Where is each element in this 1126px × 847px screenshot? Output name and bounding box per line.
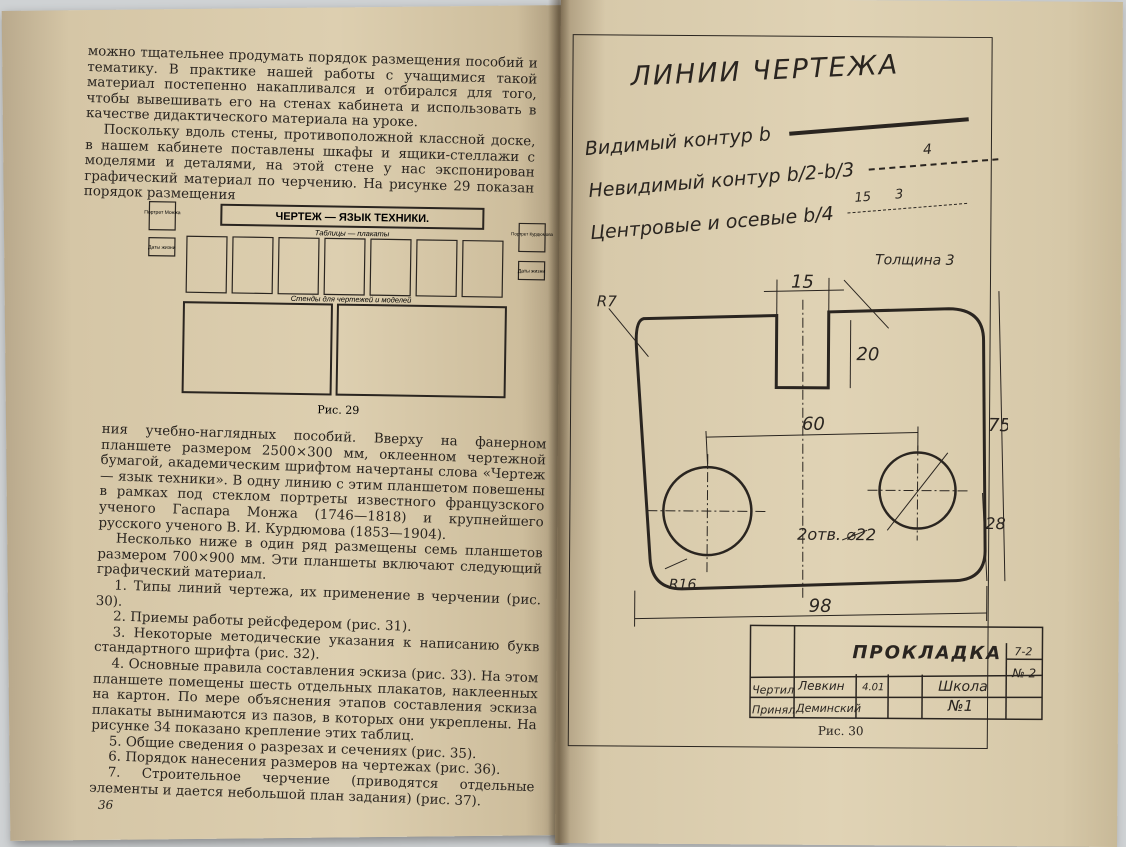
paragraph: ния учебно-наглядных пособий. Вверху на … [98,422,547,547]
sheet-number: № 2 [1011,666,1036,680]
left-page: можно тщательнее продумать порядок разме… [2,5,571,841]
stands-label: Стенды для чертежей и моделей [291,294,412,305]
paragraph: можно тщательнее продумать порядок разме… [86,44,538,135]
page-number: 36 [98,798,113,812]
gasket-outline [634,307,986,591]
book-spine [548,0,570,845]
left-bottom-text: ния учебно-наглядных пособий. Вверху на … [89,422,547,812]
figure-29-diagram: ЧЕРТЕЖ — ЯЗЫК ТЕХНИКИ. Таблицы — плакаты… [138,197,561,419]
dim-height: 75 [988,415,1009,436]
dash-dim: 4 [922,142,932,159]
poster-row [186,236,503,297]
accepted-by-role: Принял [752,703,795,716]
dashed-line-sample [868,158,998,170]
accepted-by-name: Деминский [795,702,861,715]
thickness-label: Толщина 3 [875,252,955,269]
drawn-by-role: Чертил [752,683,794,696]
right-page: ЛИНИИ ЧЕРТЕЖА Видимый контур b Невидимый… [555,0,1123,847]
school-number: №1 [947,697,973,715]
title-block: ПРОКЛАДКА Чертил Левкин 4.01 Принял Деми… [748,623,1053,725]
dim-holes-spacing: 60 [802,414,825,435]
center-dim-1: 15 [854,190,872,206]
dim-width: 98 [809,596,832,617]
center-lines [647,299,969,601]
stand-frame-right [337,305,506,398]
left-top-text: можно тщательнее продумать порядок разме… [84,44,538,212]
stand-frame-left [183,302,332,394]
dates-label-right: Даты жизни [518,268,546,274]
school-label: Школа [938,679,988,695]
dim-radius-top: R7 [597,292,618,310]
class-label: 7-2 [1014,645,1032,658]
dim-holes: 2отв. ⌀22 [797,525,876,545]
dim-hole-center-height: 28 [985,514,1005,533]
part-name: ПРОКЛАДКА [852,642,1002,664]
portrait-frame-right [519,223,545,251]
gasket-drawing: Толщина 3 15 20 60 75 28 98 R7 R16 2отв.… [587,238,1010,631]
dates-label-left: Даты жизни [148,245,176,251]
figure-29: ЧЕРТЕЖ — ЯЗЫК ТЕХНИКИ. Таблицы — плакаты… [138,197,561,404]
dim-radius-bottom: R16 [669,577,697,593]
figure-29-caption: Рис. 29 [317,403,359,417]
posters-label: Таблицы — плакаты [315,228,390,238]
dim-slot-depth: 20 [856,344,879,365]
center-dim-2: 3 [894,187,903,203]
dim-slot-width: 15 [791,272,814,293]
portrait-label-left: Портрет Монжа [144,210,181,217]
drawn-date: 4.01 [862,682,884,693]
figure-30-caption: Рис. 30 [818,724,864,738]
drawn-by-name: Левкин [797,679,845,693]
dimension-lines [607,276,1007,629]
banner-text: ЧЕРТЕЖ — ЯЗЫК ТЕХНИКИ. [275,211,429,225]
